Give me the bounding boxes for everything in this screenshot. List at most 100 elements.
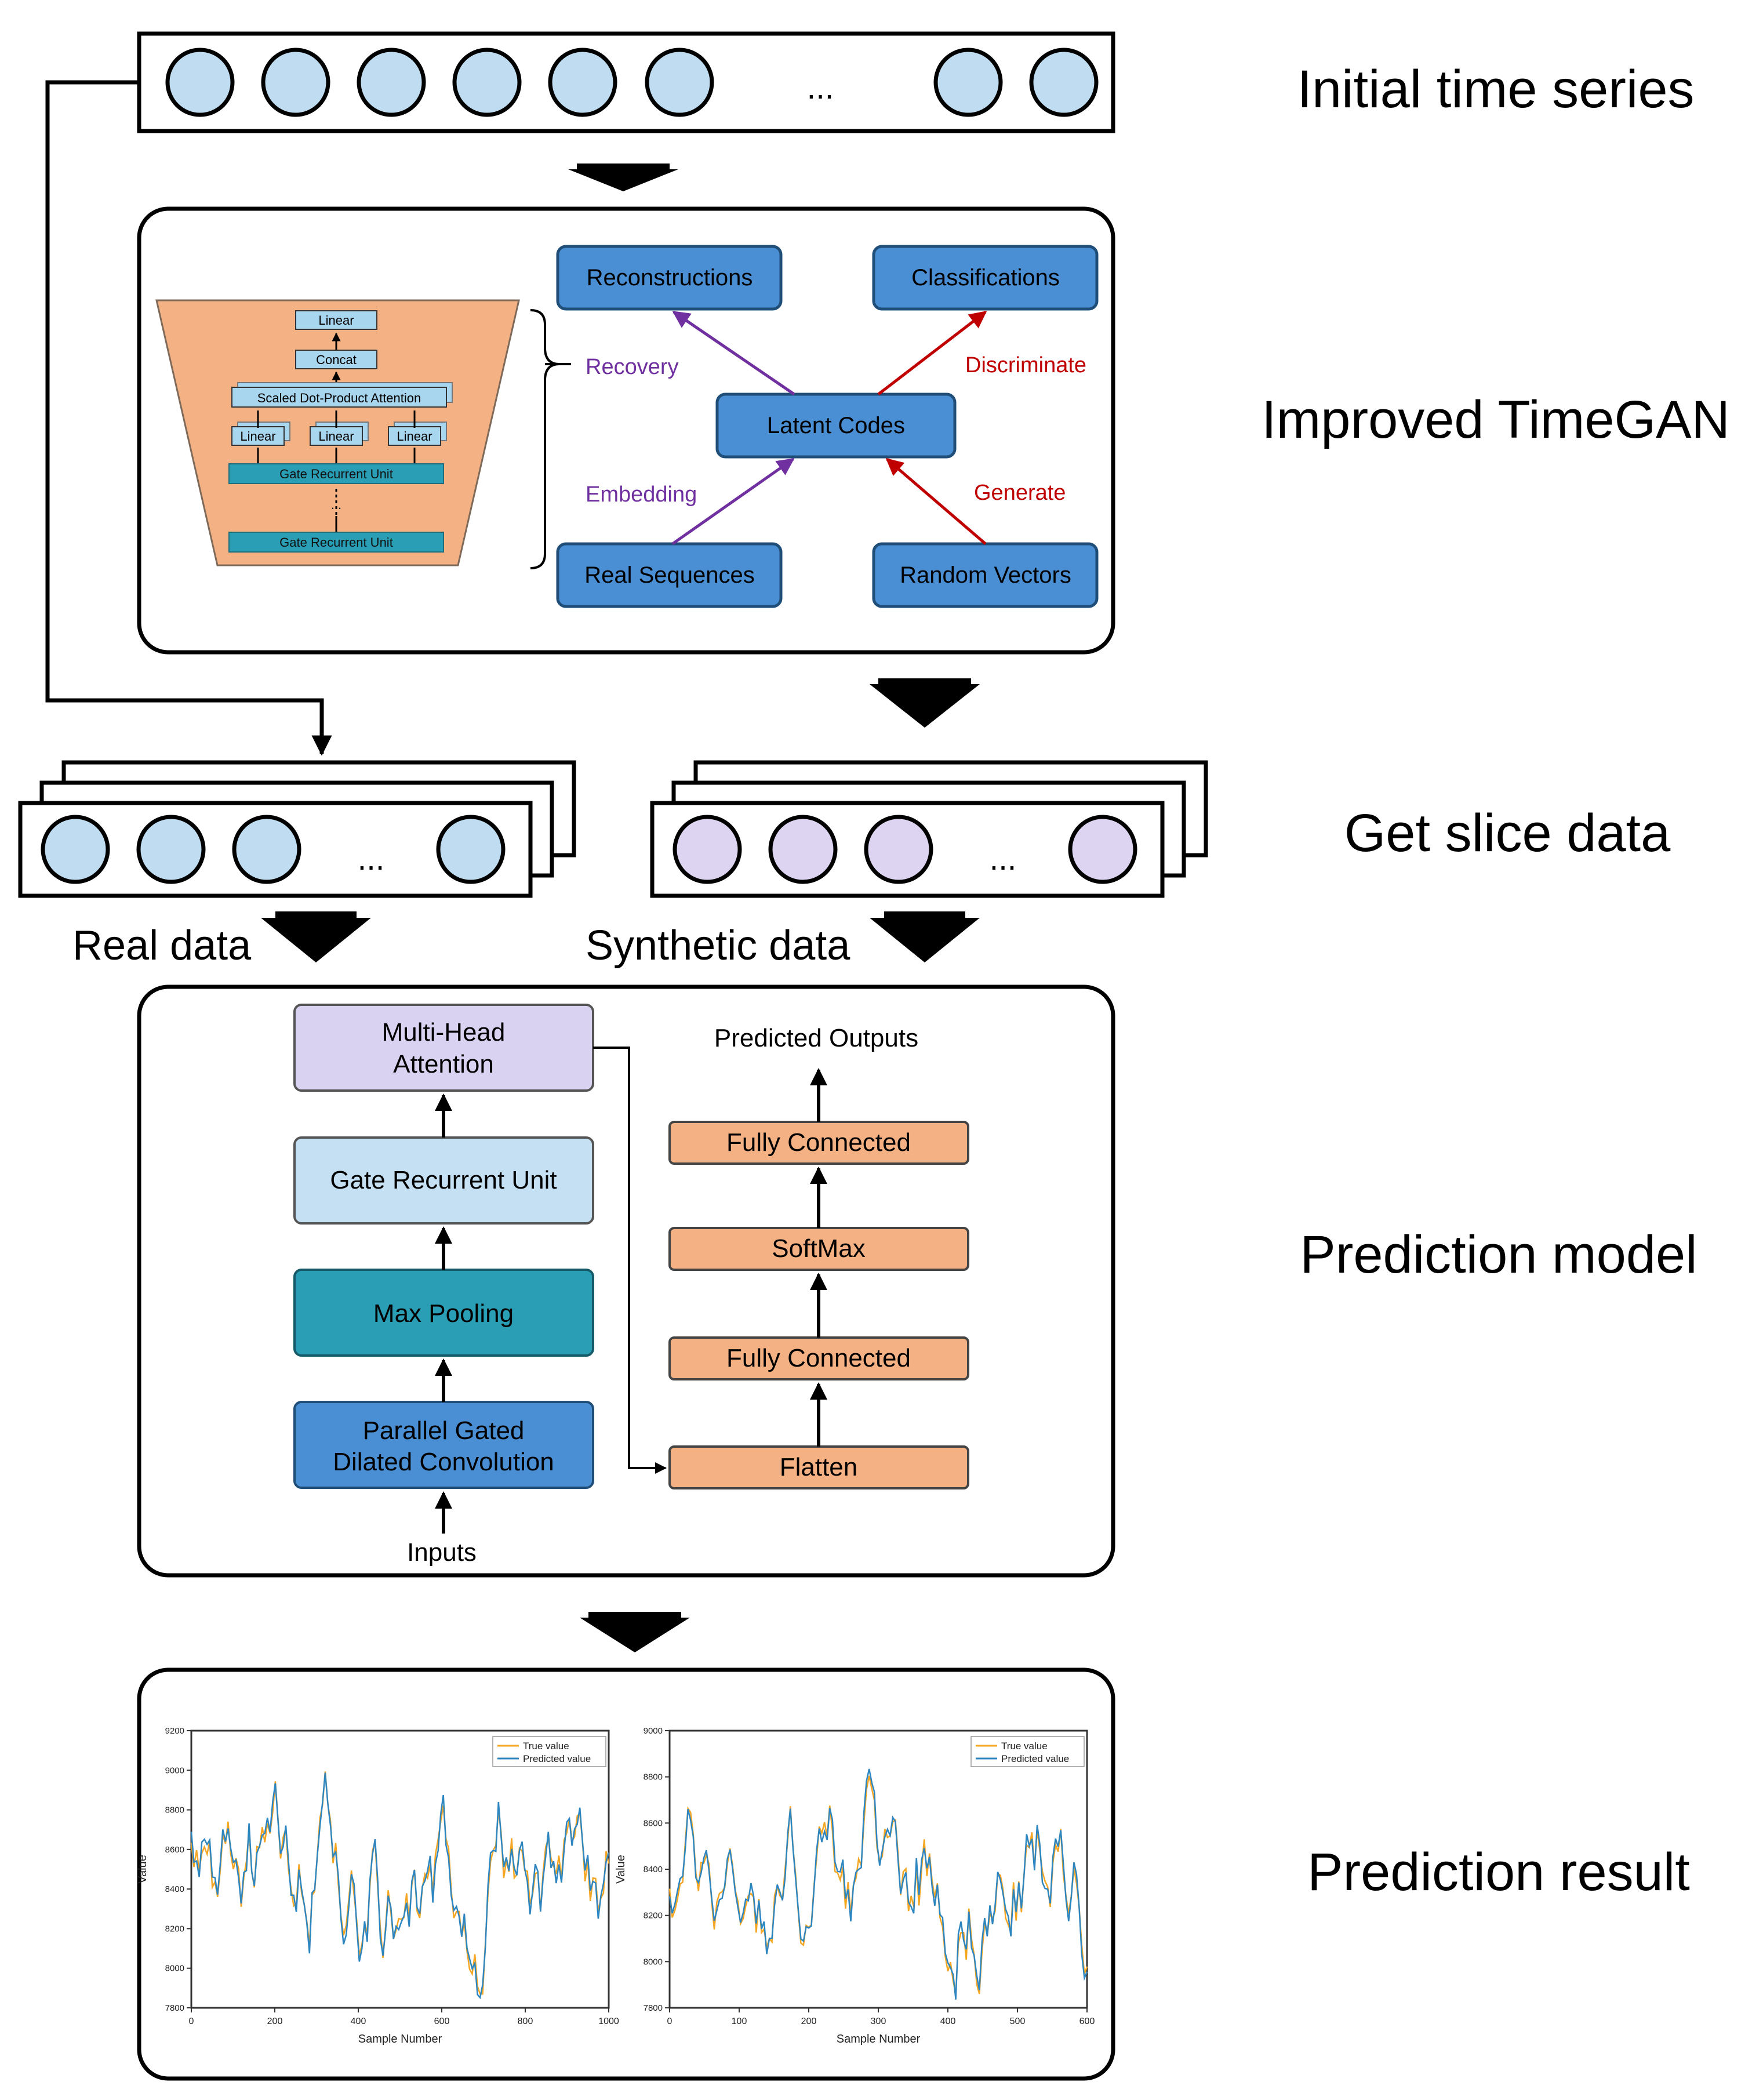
node-random-vectors: Random Vectors xyxy=(872,542,1099,608)
y-tick-label: 7800 xyxy=(644,2003,663,2013)
legend-entry: True value xyxy=(1001,1741,1048,1752)
real-circle-3 xyxy=(232,815,301,884)
edge-label-embedding: Embedding xyxy=(586,482,697,507)
y-tick-label: 8400 xyxy=(644,1865,663,1874)
legend-entry: True value xyxy=(523,1741,569,1752)
svg-text:Dilated Convolution: Dilated Convolution xyxy=(333,1448,554,1476)
x-tick-label: 0 xyxy=(189,2017,194,2026)
y-tick-label: 8800 xyxy=(165,1805,184,1815)
svg-text:Fully Connected: Fully Connected xyxy=(726,1128,911,1157)
initial-ellipsis: ... xyxy=(807,69,834,106)
initial-circle-1 xyxy=(165,48,235,117)
encoder-linear-v: Linear xyxy=(397,429,432,444)
arrow-embedding xyxy=(671,457,795,546)
encoder-concat: Concat xyxy=(316,353,357,367)
y-tick-label: 8400 xyxy=(165,1884,184,1894)
node-real-sequences: Real Sequences xyxy=(556,542,783,608)
synthetic-circle-2 xyxy=(768,815,838,884)
synthetic-data-label: Synthetic data xyxy=(586,922,850,969)
real-data-label: Real data xyxy=(72,922,252,969)
synthetic-circle-1 xyxy=(673,815,742,884)
real-circle-4 xyxy=(436,815,506,884)
inputs-label: Inputs xyxy=(407,1538,477,1567)
encoder-linear-heads: Linear Linear Linear xyxy=(231,410,447,464)
encoder-stack: Linear Concat Scaled Dot-Product Attenti… xyxy=(228,310,453,553)
node-classifications: Classifications xyxy=(872,245,1099,311)
x-tick-label: 400 xyxy=(940,2017,956,2026)
initial-circle-5 xyxy=(548,48,617,117)
synthetic-circle-4 xyxy=(1068,815,1137,884)
x-tick-label: 500 xyxy=(1010,2017,1026,2026)
y-tick-label: 7800 xyxy=(165,2003,184,2013)
stage-label-slice: Get slice data xyxy=(1344,804,1671,863)
chart-plot-area xyxy=(668,1730,1088,2009)
chart-xlabel: Sample Number xyxy=(358,2033,442,2045)
initial-circle-6 xyxy=(645,48,714,117)
svg-text:Flatten: Flatten xyxy=(780,1453,858,1481)
y-tick-label: 8000 xyxy=(165,1964,184,1974)
real-slice-circles xyxy=(41,815,506,884)
block-parallel-gated-dilated-conv: Parallel Gated Dilated Convolution xyxy=(293,1401,594,1489)
block-fully-connected-bottom: Fully Connected xyxy=(668,1336,969,1380)
down-arrow-2 xyxy=(870,678,980,728)
block-max-pooling: Max Pooling xyxy=(293,1269,594,1357)
svg-text:Parallel Gated: Parallel Gated xyxy=(363,1416,525,1445)
x-tick-label: 600 xyxy=(434,2017,450,2026)
edge-label-generate: Generate xyxy=(974,481,1066,505)
svg-text:Gate Recurrent Unit: Gate Recurrent Unit xyxy=(330,1166,557,1194)
initial-circle-8 xyxy=(1029,48,1099,117)
x-tick-label: 100 xyxy=(732,2017,747,2026)
legend-entry: Predicted value xyxy=(523,1753,591,1764)
chart-plot-area xyxy=(190,1730,610,2009)
synthetic-slice-circles xyxy=(673,815,1137,884)
chart-legend xyxy=(970,1736,1085,1767)
encoder-attention: Scaled Dot-Product Attention xyxy=(257,391,421,405)
y-tick-label: 8200 xyxy=(644,1911,663,1921)
block-softmax: SoftMax xyxy=(668,1227,969,1271)
y-tick-label: 9000 xyxy=(165,1765,184,1775)
node-reconstructions: Reconstructions xyxy=(556,245,783,311)
svg-text:Classifications: Classifications xyxy=(911,265,1060,290)
svg-text:Random Vectors: Random Vectors xyxy=(900,562,1071,588)
outputs-label: Predicted Outputs xyxy=(714,1024,918,1052)
edge-label-discriminate: Discriminate xyxy=(965,353,1086,377)
svg-text:Attention: Attention xyxy=(393,1050,494,1078)
svg-text:Latent Codes: Latent Codes xyxy=(767,413,905,438)
svg-text:Real Sequences: Real Sequences xyxy=(584,562,755,588)
legend-entry: Predicted value xyxy=(1001,1753,1069,1764)
encoder-gru-top: Gate Recurrent Unit xyxy=(279,467,393,481)
y-tick-label: 8600 xyxy=(165,1845,184,1855)
arrow-discriminate xyxy=(877,311,987,395)
node-latent-codes: Latent Codes xyxy=(715,393,957,459)
encoder-gru-bottom: Gate Recurrent Unit xyxy=(279,535,393,550)
y-tick-label: 8800 xyxy=(644,1772,663,1782)
stage-label-result: Prediction result xyxy=(1307,1843,1690,1902)
initial-circle-4 xyxy=(452,48,522,117)
down-arrow-3 xyxy=(580,1612,690,1652)
synthetic-circle-3 xyxy=(864,815,933,884)
edge-label-recovery: Recovery xyxy=(586,355,679,379)
block-multi-head-attention: Multi-Head Attention xyxy=(293,1004,594,1092)
encoder-linear-k: Linear xyxy=(318,429,354,444)
series-predicted-value xyxy=(190,1772,610,2000)
y-tick-label: 8600 xyxy=(644,1818,663,1828)
stage-label-initial: Initial time series xyxy=(1297,60,1694,119)
y-tick-label: 9200 xyxy=(165,1726,184,1736)
chart-legend xyxy=(492,1736,606,1767)
x-tick-label: 200 xyxy=(801,2017,817,2026)
arrow-mha-flatten xyxy=(593,1047,667,1474)
real-data-feed-line xyxy=(45,80,332,756)
stage-label-improved: Improved TimeGAN xyxy=(1262,390,1730,449)
initial-series-circles xyxy=(165,48,1099,117)
real-circle-2 xyxy=(136,815,206,884)
svg-text:Multi-Head: Multi-Head xyxy=(382,1018,506,1047)
initial-circle-7 xyxy=(933,48,1003,117)
encoder-dots: ... xyxy=(331,497,341,512)
arrow-generate xyxy=(885,458,987,545)
down-arrow-real xyxy=(261,911,371,962)
x-tick-label: 1000 xyxy=(598,2017,619,2026)
down-arrow-synthetic xyxy=(870,911,980,962)
block-fully-connected-top: Fully Connected xyxy=(668,1121,969,1165)
